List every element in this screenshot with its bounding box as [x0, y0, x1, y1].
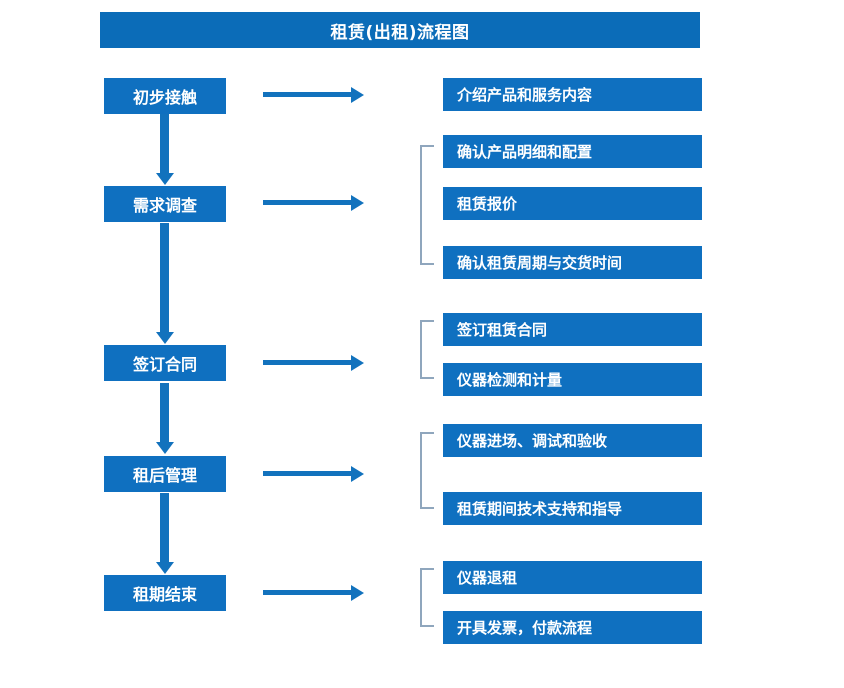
group-bracket: [420, 145, 434, 265]
detail-node[interactable]: 介绍产品和服务内容: [443, 78, 702, 111]
detail-node[interactable]: 租赁报价: [443, 187, 702, 220]
stage-node[interactable]: 租后管理: [104, 456, 226, 492]
diagram-title: 租赁(出租)流程图: [100, 12, 700, 48]
right-arrow-icon: [263, 360, 351, 365]
detail-node[interactable]: 仪器进场、调试和验收: [443, 424, 702, 457]
right-arrow-icon: [263, 200, 351, 205]
stage-node[interactable]: 签订合同: [104, 345, 226, 381]
stage-node[interactable]: 初步接触: [104, 78, 226, 114]
detail-node[interactable]: 仪器检测和计量: [443, 363, 702, 396]
down-arrow-icon: [160, 493, 169, 563]
detail-node[interactable]: 确认产品明细和配置: [443, 135, 702, 168]
group-bracket: [420, 432, 434, 509]
right-arrow-icon: [263, 471, 351, 476]
down-arrow-icon: [160, 383, 169, 443]
detail-node[interactable]: 签订租赁合同: [443, 313, 702, 346]
detail-node[interactable]: 开具发票，付款流程: [443, 611, 702, 644]
stage-node[interactable]: 需求调查: [104, 186, 226, 222]
right-arrow-icon: [263, 590, 351, 595]
detail-node[interactable]: 仪器退租: [443, 561, 702, 594]
group-bracket: [420, 320, 434, 379]
down-arrow-icon: [160, 223, 169, 333]
group-bracket: [420, 568, 434, 627]
right-arrow-icon: [263, 92, 351, 97]
detail-node[interactable]: 租赁期间技术支持和指导: [443, 492, 702, 525]
down-arrow-icon: [160, 114, 169, 174]
detail-node[interactable]: 确认租赁周期与交货时间: [443, 246, 702, 279]
stage-node[interactable]: 租期结束: [104, 575, 226, 611]
